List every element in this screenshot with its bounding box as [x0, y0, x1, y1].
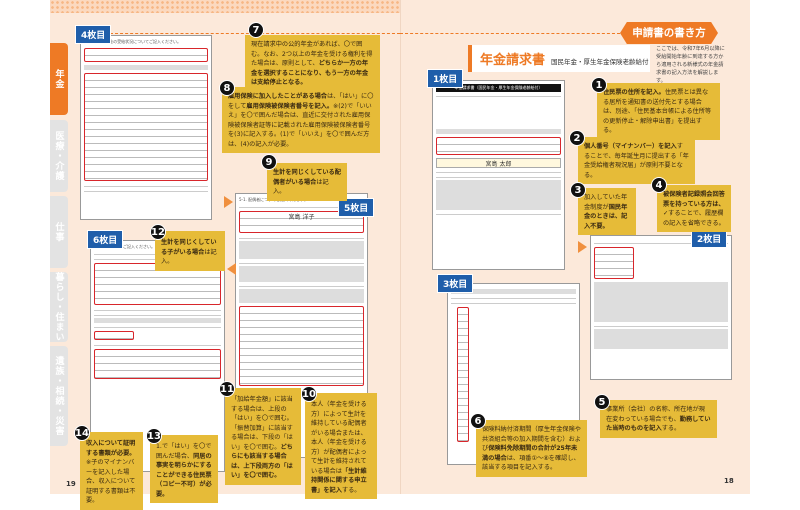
- callout-10: 本人（年金を受ける方）によって生計を維持している配偶者がいる場合または、本人（年…: [305, 393, 377, 499]
- callout-text: 住民票とは異なる居所を通知書の送付先とする場合は、別途、「住民基本台帳による住所…: [603, 89, 712, 134]
- form-title: 年金請求書（国民年金・厚生年金保険老齢給付）: [436, 84, 561, 92]
- callout-text: 本人（年金を受ける方）によって生計を維持している配偶者がいる場合または、本人（年…: [311, 401, 367, 475]
- callout-text: 「加給年金額」に該当する場合は、上段の「はい」を〇で囲む。「振替加算」に該当する…: [231, 396, 293, 451]
- callout-text: 勤務していた当時のものを記入: [606, 415, 711, 433]
- callout-number-badge: 1: [591, 77, 607, 93]
- callout-text: は記入。: [161, 248, 217, 266]
- callout-text: 保険料納付済期間（厚生年金保険や共済組合等の加入期間を含む）および: [482, 426, 581, 452]
- callout-number-badge: 9: [261, 154, 277, 170]
- callout-13: 1.で「はい」を〇で囲んだ場合、同居の事実を明らかにすることができる住民票（コピ…: [150, 435, 218, 503]
- callout-text: は、「はい」に〇をして: [228, 93, 374, 110]
- form-sheet-5: 5-1. 配偶者についてご記入ください。 宮島 洋子: [235, 193, 368, 458]
- callout-text: 個人番号（マイナンバー）を記入: [584, 143, 677, 150]
- tab-work[interactable]: 仕事: [50, 196, 68, 268]
- title-box: 年金請求書国民年金・厚生年金保険老齢給付: [468, 45, 650, 72]
- callout-12: 生計を同じくしている子がいる場合は記入。: [155, 231, 225, 271]
- divider: [400, 33, 620, 34]
- callout-text: 生計を同じくしている配偶者がいる場合: [273, 169, 341, 186]
- callout-text: は記入。: [273, 178, 329, 196]
- form-sheet-1: 年金請求書（国民年金・厚生年金保険老齢給付） 宮島 太郎: [432, 80, 565, 270]
- callout-number-badge: 8: [219, 80, 235, 96]
- callout-number-badge: 10: [301, 386, 317, 402]
- callout-text: 加入していた年金制度が: [584, 194, 628, 211]
- callout-text: 雇用保険に加入したことがある場合: [228, 93, 327, 100]
- tab-bereaved-inheritance-disaster[interactable]: 遺族・相続・災害: [50, 346, 68, 446]
- callout-number-badge: 6: [470, 413, 486, 429]
- decorative-dot-strip: [50, 0, 400, 13]
- callout-text: ※子のマイナンバーを記入した場合、収入について証明する書類は不要。: [86, 459, 136, 504]
- callout-text: 国民年金のときは、記入不要。: [584, 203, 628, 230]
- form-sheet-4: 4-1. 現在の年金の受給状況についてご記入ください。: [80, 35, 212, 220]
- callout-3: 加入していた年金制度が国民年金のときは、記入不要。: [578, 188, 636, 235]
- page-subtitle: 国民年金・厚生年金保険老齢給付: [551, 58, 649, 66]
- callout-11: 「加給年金額」に該当する場合は、上段の「はい」を〇で囲む。「振替加算」に該当する…: [225, 388, 301, 485]
- callout-text: 保険料免除期間の合計が25年未満の場合: [482, 445, 578, 462]
- callout-number-badge: 11: [219, 381, 235, 397]
- callout-number-badge: 13: [146, 428, 162, 444]
- callout-number-badge: 7: [248, 22, 264, 38]
- callout-number-badge: 3: [570, 182, 586, 198]
- page-title: 年金請求書: [480, 53, 546, 68]
- callout-text: 生計を同じくしている子がいる場合: [161, 239, 217, 256]
- applicant-name: 宮島 太郎: [436, 158, 561, 168]
- page-number-left: 19: [66, 480, 76, 488]
- callout-text: 現在請求中の公的年金があれば、〇で囲む。なお、2つ以上の年金を受ける権利を得た場…: [251, 41, 373, 67]
- callout-number-badge: 5: [594, 394, 610, 410]
- spouse-name: 宮島 洋子: [239, 211, 364, 233]
- callout-text: は、項番①〜⑧を確認し、該当する項目を記入する。: [482, 454, 580, 472]
- callout-6: 保険料納付済期間（厚生年金保険や共済組合等の加入期間を含む）および保険料免除期間…: [476, 420, 587, 477]
- callout-number-badge: 14: [74, 425, 90, 441]
- arrow-right-icon: [224, 196, 233, 208]
- callout-text: ※(2)で「いいえ」を〇で囲んだ場合は、直近に交付された雇用保険被保険者証等に記…: [228, 102, 372, 148]
- callout-number-badge: 2: [569, 130, 585, 146]
- callout-1: 住民票の住所を記入。住民票とは異なる居所を通知書の送付先とする場合は、別途、「住…: [597, 83, 720, 140]
- callout-text: する。: [661, 425, 681, 432]
- callout-text: することで、毎年誕生月に提出する「年金受給権者現況届」が原則不要となる。: [584, 143, 689, 179]
- section-header: 申請書の書き方: [620, 22, 718, 44]
- callout-8: 雇用保険に加入したことがある場合は、「はい」に〇をして雇用保険被保険者番号を記入…: [222, 87, 380, 153]
- callout-text: ✓することで、履歴欄の記入を省略できる。: [663, 210, 725, 227]
- callout-5: 事業所（会社）の名称、所在地が現在変わっている場合でも、勤務していた当時のものを…: [600, 400, 717, 438]
- sheet-label-6: 6枚目: [87, 230, 124, 249]
- callout-text: 「生計維持関係に関する申立書」を記入: [311, 467, 367, 494]
- callout-number-badge: 12: [150, 224, 166, 240]
- arrow-right-icon: [578, 241, 587, 253]
- sheet-label-5: 5枚目: [338, 198, 375, 217]
- sheet-label-3: 3枚目: [437, 274, 474, 293]
- form-heading: 4-1. 現在の年金の受給状況についてご記入ください。: [84, 39, 181, 44]
- callout-text: する。: [341, 486, 361, 494]
- callout-text: 被保険者記録照会回答票を持っている方は、: [663, 191, 725, 208]
- callout-text: どちらにも該当する場合は、上下段両方の「はい」を〇で囲む。: [231, 443, 293, 480]
- callout-text: どちらか一方の年金を選択することになり、もう一方の年金は支給停止となる。: [251, 60, 369, 86]
- callout-text: 1.で「はい」を〇で囲んだ場合、: [156, 443, 212, 460]
- tab-pension[interactable]: 年金: [50, 43, 68, 115]
- tab-medical-care[interactable]: 医療・介護: [50, 120, 68, 192]
- callout-9: 生計を同じくしている配偶者がいる場合は記入。: [267, 163, 347, 201]
- callout-14: 収入について証明する書類が必要。 ※子のマイナンバーを記入した場合、収入について証…: [80, 432, 143, 510]
- callout-4: 被保険者記録照会回答票を持っている方は、 ✓することで、履歴欄の記入を省略できる。: [657, 185, 731, 232]
- arrow-left-icon: [227, 263, 236, 275]
- callout-2: 個人番号（マイナンバー）を記入することで、毎年誕生月に提出する「年金受給権者現況…: [578, 137, 695, 184]
- callout-text: 収入について証明する書類が必要。: [86, 440, 136, 457]
- callout-text: 雇用保険被保険者番号を記入。: [246, 102, 334, 110]
- sheet-label-1: 1枚目: [427, 69, 464, 88]
- description: ここでは、令和7年6月以降に受給開始年齢に到達する方から適用される新様式の年金請…: [656, 46, 725, 84]
- callout-text: 住民票の住所を記入。: [603, 89, 665, 96]
- form-heading: 6-1. 子についてご記入ください。: [94, 244, 155, 249]
- callout-number-badge: 4: [651, 177, 667, 193]
- form-sheet-2: [590, 235, 732, 380]
- callout-text: 事業所（会社）の名称、所在地が現在変わっている場合でも、: [606, 406, 705, 423]
- sheet-label-4: 4枚目: [75, 25, 112, 44]
- tab-living-housing[interactable]: 暮らし・住まい: [50, 272, 68, 342]
- callout-7: 現在請求中の公的年金があれば、〇で囲む。なお、2つ以上の年金を受ける権利を得た場…: [245, 35, 380, 92]
- page-number-right: 18: [724, 477, 734, 485]
